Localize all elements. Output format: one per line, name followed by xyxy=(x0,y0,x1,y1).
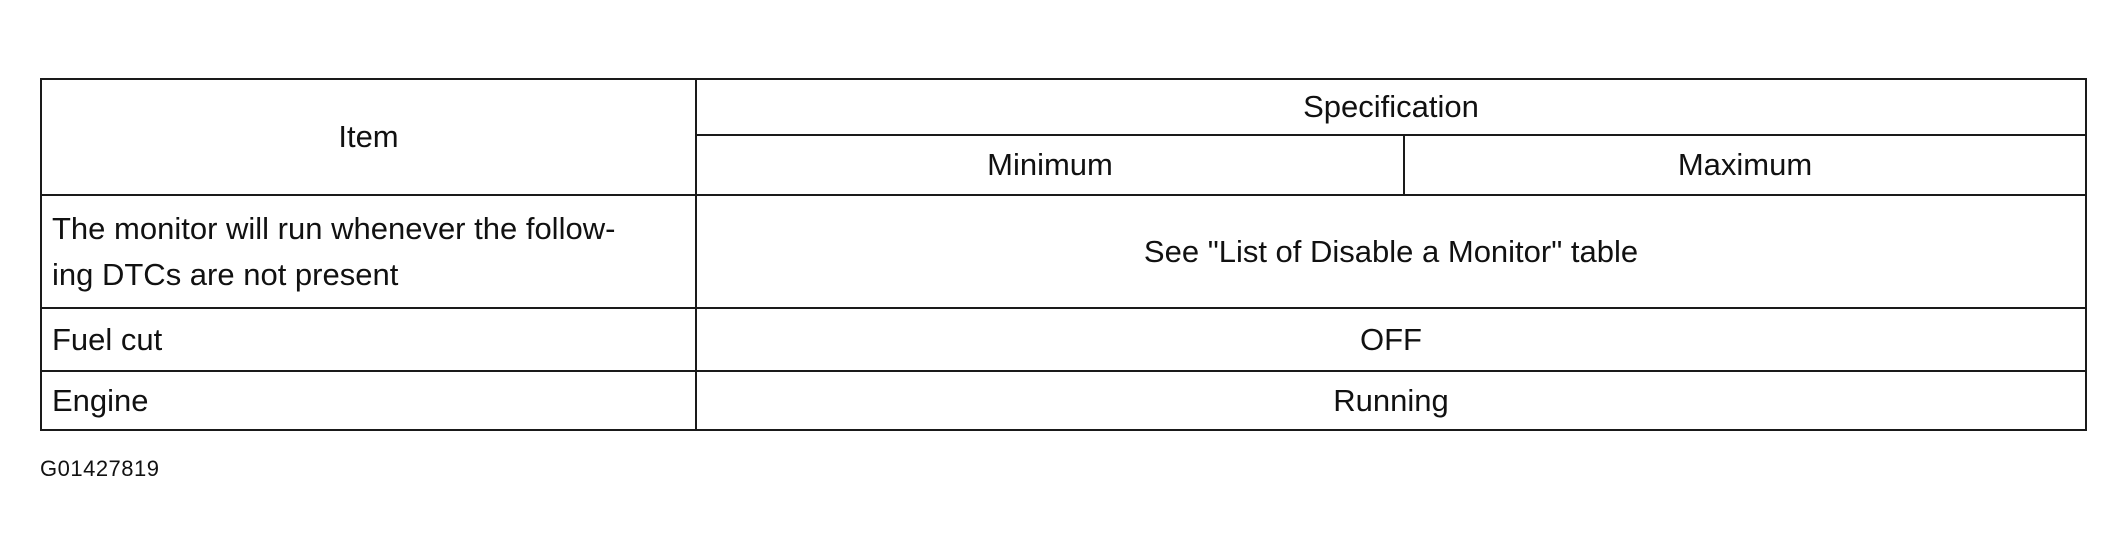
row-value-monitor: See "List of Disable a Monitor" table xyxy=(695,194,2087,309)
table-row: The monitor will run whenever the follow… xyxy=(40,194,2087,309)
figure-id: G01427819 xyxy=(40,456,160,481)
row-value-engine: Running xyxy=(695,370,2087,431)
table-row: Engine Running xyxy=(40,370,2087,431)
row-item-engine: Engine xyxy=(40,370,697,431)
row-item-fuel-cut: Fuel cut xyxy=(40,307,697,372)
row-item-monitor-line-1: The monitor will run whenever the follow… xyxy=(52,210,616,246)
row-item-monitor: The monitor will run whenever the follow… xyxy=(40,194,697,309)
row-value-fuel-cut: OFF xyxy=(695,307,2087,372)
header-item: Item xyxy=(40,78,697,196)
row-item-monitor-line-2: ing DTCs are not present xyxy=(52,256,399,292)
header-minimum: Minimum xyxy=(695,134,1405,196)
header-row-1: Item Specification xyxy=(40,78,2087,196)
header-specification: Specification xyxy=(695,78,2087,136)
header-row-2: Minimum Maximum xyxy=(41,134,2087,196)
table-row: Fuel cut OFF xyxy=(40,307,2087,372)
specification-table: Item Specification Minimum Maximum The m… xyxy=(40,78,2087,431)
header-maximum: Maximum xyxy=(1403,134,2087,196)
